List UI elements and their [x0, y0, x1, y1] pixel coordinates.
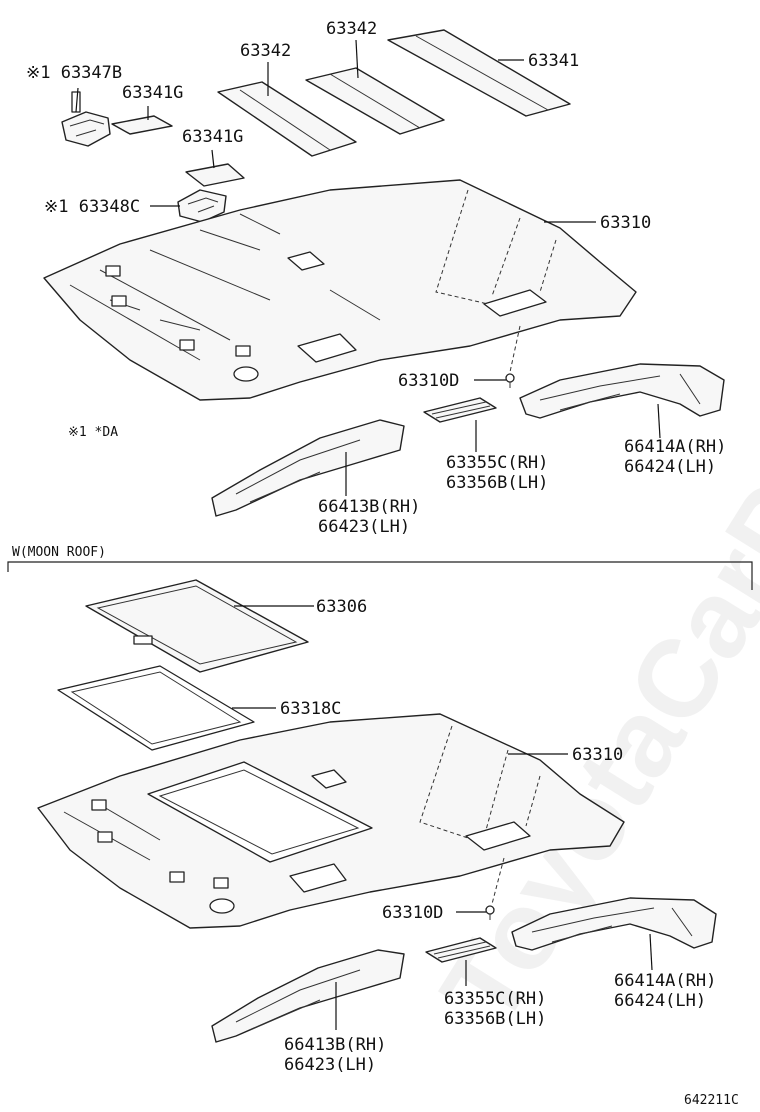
part-63341[interactable] — [387, 29, 571, 117]
part-63306-sunshade[interactable] — [85, 579, 309, 673]
label-63310: 63310 — [600, 213, 651, 233]
label-63342-b: 63342 — [326, 19, 377, 39]
part-66414a-moonroof[interactable] — [511, 897, 717, 951]
standard-roof-section: ※1 63347B 63341G 63341G ※1 63348C 63342 … — [26, 19, 726, 537]
label-66424-moonroof: 66424(LH) — [614, 991, 706, 1011]
part-63355c-moonroof[interactable] — [425, 937, 497, 963]
label-63310d-moonroof: 63310D — [382, 903, 443, 923]
part-63342-a[interactable] — [217, 81, 357, 157]
label-63310-moonroof: 63310 — [572, 745, 623, 765]
figure-id: 642211C — [684, 1093, 739, 1108]
label-63342-a: 63342 — [240, 41, 291, 61]
section-title-moonroof: W(MOON ROOF) — [12, 545, 106, 560]
part-63348c[interactable] — [177, 189, 227, 223]
label-63306: 63306 — [316, 597, 367, 617]
label-63356b-moonroof: 63356B(LH) — [444, 1009, 546, 1029]
headliner-63310-moonroof[interactable] — [37, 713, 625, 929]
part-63355c[interactable] — [423, 397, 497, 423]
label-63355c-moonroof: 63355C(RH) — [444, 989, 546, 1009]
part-63341g-a[interactable] — [111, 115, 173, 135]
label-66413b: 66413B(RH) — [318, 497, 420, 517]
label-66423-moonroof: 66423(LH) — [284, 1055, 376, 1075]
part-63310d-clip[interactable] — [505, 373, 515, 388]
part-63318c-seal[interactable] — [57, 665, 255, 751]
label-63341g-a: 63341G — [122, 83, 183, 103]
label-63341g-b: 63341G — [182, 127, 243, 147]
label-63355c: 63355C(RH) — [446, 453, 548, 473]
label-63347b: ※1 63347B — [26, 63, 122, 83]
section-bracket — [7, 561, 753, 590]
part-63341g-b[interactable] — [185, 163, 245, 187]
part-66414a[interactable] — [519, 363, 725, 419]
footnote-da: ※1 *DA — [68, 425, 118, 440]
label-66424: 66424(LH) — [624, 457, 716, 477]
part-66413b-moonroof[interactable] — [211, 949, 405, 1043]
part-63310d-clip-moonroof[interactable] — [485, 905, 495, 920]
label-66414a: 66414A(RH) — [624, 437, 726, 457]
part-66413b[interactable] — [211, 419, 405, 517]
part-63342-b[interactable] — [305, 67, 445, 135]
headliner-63310[interactable] — [43, 179, 637, 401]
label-63310d: 63310D — [398, 371, 459, 391]
label-63356b: 63356B(LH) — [446, 473, 548, 493]
label-66413b-moonroof: 66413B(RH) — [284, 1035, 386, 1055]
label-63348c: ※1 63348C — [44, 197, 140, 217]
leader-63342-b — [355, 39, 359, 79]
label-66414a-moonroof: 66414A(RH) — [614, 971, 716, 991]
label-66423: 66423(LH) — [318, 517, 410, 537]
label-63341: 63341 — [528, 51, 579, 71]
moonroof-section: W(MOON ROOF) — [7, 545, 753, 1075]
leader-63347b — [75, 87, 79, 113]
leader-66414a-moonroof — [649, 933, 653, 971]
part-63347b[interactable] — [61, 91, 111, 147]
leader-66414a — [657, 403, 661, 439]
label-63318c: 63318C — [280, 699, 341, 719]
leader-63341g-b — [211, 149, 215, 169]
